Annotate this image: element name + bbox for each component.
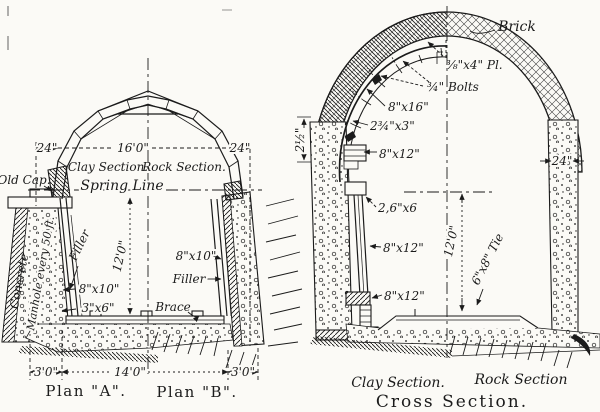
ground-hatch-band: [18, 346, 158, 363]
cross-right-pier: [547, 119, 579, 333]
dim-24-left: 24": [36, 141, 58, 155]
rock-hatch: [151, 331, 257, 373]
dim-14ft: 14'0": [114, 365, 146, 379]
cross-rock-section-label: Rock Section: [473, 372, 567, 388]
dim-3ft-right: 3'0": [231, 365, 255, 379]
spring-line-label: Spring Line: [80, 178, 163, 194]
dim-3ft-left: 3'0": [34, 365, 58, 379]
timber-lining-arc: [337, 45, 448, 183]
block-8x12-bottom-label: 8"x12": [384, 289, 425, 303]
right-pier: [221, 180, 265, 347]
rock-section-label: Rock Section.: [141, 160, 226, 174]
lagging-label: 2¾"x3": [369, 119, 415, 133]
filler-right-label: Filler: [172, 272, 207, 286]
side-posts: [59, 197, 232, 317]
clay-section-label: Clay Section.: [68, 160, 148, 174]
plan-b-title: Plan "B".: [156, 383, 237, 401]
dim-24-right: 24": [229, 141, 251, 155]
plan-leaders: [43, 185, 222, 323]
left-wall-pier: [1, 165, 73, 343]
floor: [18, 310, 257, 373]
cross-section-title: Cross Section.: [376, 392, 528, 412]
old-cap-label: Old Cap.: [0, 173, 51, 187]
earth-hatch-right: [265, 198, 303, 347]
cross-reference-lines: [404, 6, 492, 358]
cross-dimensions: [297, 116, 584, 312]
plate-label: ⅜"x4" Pl.: [446, 58, 503, 72]
brace-3x6-label: 3"x6": [81, 301, 114, 315]
scan-specks: [7, 6, 232, 50]
post-8x10-right-label: 8"x10": [176, 249, 217, 263]
reference-lines: [28, 58, 262, 374]
cross-section-diagram: Brick ⅜"x4" Pl. ¾" Bolts 8"x16" 2¾"x3" 8…: [291, 6, 600, 412]
ink-blot: [571, 334, 591, 356]
bolts-label: ¾" Bolts: [427, 80, 479, 94]
dim-2-5: 2½": [293, 128, 307, 154]
block-8x12-top-label: 8"x12": [379, 147, 420, 161]
posts-2-6x6-label: 2,6"x6: [377, 201, 417, 215]
post-8x10-left-label: 8"x10": [79, 282, 120, 296]
cross-clay-section-label: Clay Section.: [351, 375, 445, 391]
dim-16ft: 16'0": [117, 141, 149, 155]
plan-dimensions: [29, 142, 259, 380]
rib-8x16-label: 8"x16": [388, 100, 429, 114]
tie-6x8-label: 6"x8" Tie: [469, 231, 507, 287]
dim-12ft-plan: 12'0": [110, 239, 131, 273]
plan-a-title: Plan "A".: [45, 382, 126, 400]
brick-label: Brick: [497, 19, 536, 35]
ground-hatch-band: [310, 336, 452, 358]
plan-ab-diagram: 24" 16'0" 24" Clay Section. Rock Section…: [0, 58, 303, 401]
cross-floor: [310, 309, 600, 369]
post-8x12-mid-label: 8"x12": [383, 241, 424, 255]
dim-12ft-cross: 12'0": [441, 224, 461, 258]
dim-24: 24": [551, 154, 573, 168]
brace-label: Brace: [154, 300, 191, 314]
cross-leaders: [352, 29, 496, 299]
